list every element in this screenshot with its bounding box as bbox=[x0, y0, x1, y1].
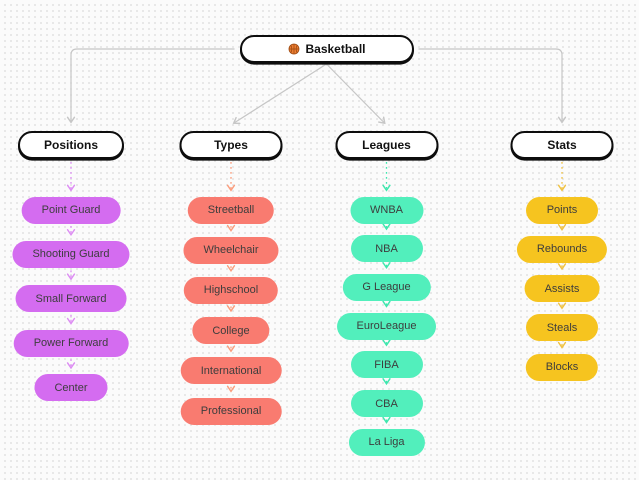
node-label: Blocks bbox=[545, 361, 579, 374]
node-label: Highschool bbox=[203, 284, 259, 297]
root-connector-junction bbox=[324, 62, 329, 66]
root-node-basketball[interactable]: Basketball bbox=[239, 35, 414, 63]
node-label: Points bbox=[546, 204, 578, 216]
node-label: College bbox=[212, 324, 250, 337]
node-label: Steals bbox=[546, 321, 578, 334]
node-power-forward[interactable]: Power Forward bbox=[13, 329, 129, 357]
node-wheelchair[interactable]: Wheelchair bbox=[183, 236, 279, 264]
node-label: FIBA bbox=[374, 358, 399, 371]
node-label: Wheelchair bbox=[203, 244, 259, 257]
node-label: NBA bbox=[375, 242, 398, 255]
node-label: CBA bbox=[375, 397, 398, 410]
node-label: Center bbox=[54, 381, 88, 394]
branch-header-stats[interactable]: Stats bbox=[510, 131, 614, 159]
node-label: Rebounds bbox=[536, 243, 588, 256]
node-label: Streetball bbox=[207, 204, 255, 216]
node-international[interactable]: International bbox=[180, 357, 282, 385]
node-label: Professional bbox=[200, 405, 262, 417]
branch-header-label: Positions bbox=[43, 138, 99, 152]
branch-header-label: Stats bbox=[547, 138, 577, 152]
node-label: La Liga bbox=[368, 436, 405, 449]
node-euroleague[interactable]: EuroLeague bbox=[336, 312, 437, 340]
node-assists[interactable]: Assists bbox=[524, 275, 600, 303]
connector-root-stats bbox=[418, 48, 567, 124]
node-small-forward[interactable]: Small Forward bbox=[15, 285, 127, 313]
node-highschool[interactable]: Highschool bbox=[183, 276, 279, 304]
connector-root-types bbox=[232, 63, 327, 125]
node-label: International bbox=[200, 364, 262, 377]
branch-header-label: Leagues bbox=[362, 138, 411, 152]
node-blocks[interactable]: Blocks bbox=[525, 353, 599, 381]
connector-root-positions bbox=[66, 48, 235, 124]
connector-root-leagues bbox=[326, 63, 386, 125]
node-fiba[interactable]: FIBA bbox=[350, 351, 423, 379]
node-label: Point Guard bbox=[41, 204, 101, 216]
node-label: Small Forward bbox=[35, 292, 107, 305]
node-label: Power Forward bbox=[33, 337, 109, 350]
node-la-liga[interactable]: La Liga bbox=[348, 428, 425, 456]
node-streetball[interactable]: Streetball bbox=[187, 196, 275, 224]
node-wnba[interactable]: WNBA bbox=[350, 196, 423, 224]
branch-header-leagues[interactable]: Leagues bbox=[335, 131, 438, 159]
node-label: EuroLeague bbox=[356, 320, 417, 333]
node-professional[interactable]: Professional bbox=[180, 397, 282, 425]
node-points[interactable]: Points bbox=[526, 196, 598, 224]
node-shooting-guard[interactable]: Shooting Guard bbox=[12, 240, 130, 268]
node-g-league[interactable]: G League bbox=[342, 273, 431, 301]
node-point-guard[interactable]: Point Guard bbox=[21, 196, 121, 224]
branch-header-positions[interactable]: Positions bbox=[17, 131, 125, 159]
node-center[interactable]: Center bbox=[34, 374, 108, 402]
node-college[interactable]: College bbox=[192, 317, 270, 345]
node-label: WNBA bbox=[370, 204, 403, 216]
branch-header-types[interactable]: Types bbox=[179, 131, 283, 159]
node-rebounds[interactable]: Rebounds bbox=[516, 235, 608, 263]
node-steals[interactable]: Steals bbox=[526, 314, 598, 342]
node-cba[interactable]: CBA bbox=[350, 390, 423, 417]
node-label: Assists bbox=[544, 282, 580, 295]
node-label: Shooting Guard bbox=[32, 248, 110, 261]
branch-header-label: Types bbox=[214, 138, 248, 152]
node-nba[interactable]: NBA bbox=[350, 235, 423, 263]
node-label: G League bbox=[362, 281, 411, 294]
basketball-icon bbox=[287, 43, 299, 55]
root-node-label: Basketball bbox=[305, 42, 366, 56]
